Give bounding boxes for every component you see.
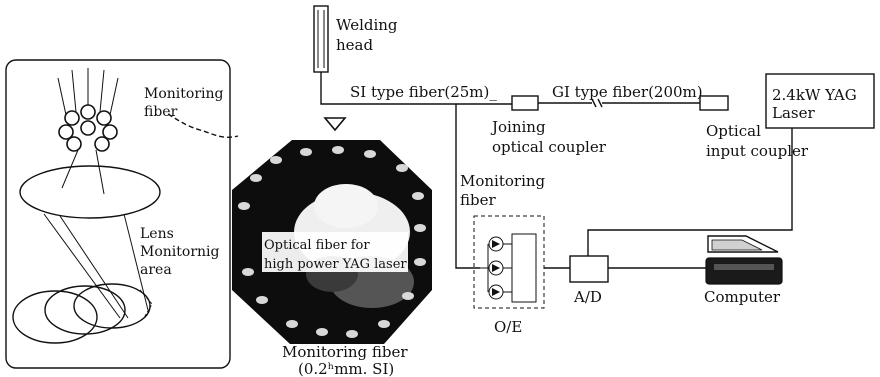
view-arrow	[323, 117, 347, 132]
computer-label: Computer	[704, 288, 781, 306]
laser-label-2: Laser	[772, 104, 815, 122]
monitoring-head-frame	[5, 59, 231, 369]
lens	[19, 165, 161, 219]
lens-label-2: Monitornig	[140, 244, 219, 260]
joining-coupler-label-1: Joining	[490, 118, 546, 136]
ad-converter	[569, 255, 609, 283]
monitoring-fiber-line	[455, 104, 480, 269]
input-coupler	[699, 95, 729, 111]
cross-section-caption-1: Monitoring fiber	[282, 343, 408, 361]
welding-head-label-2: head	[336, 36, 373, 54]
joining-coupler	[511, 95, 539, 111]
lens-assembly	[12, 68, 161, 344]
laser-box	[765, 73, 875, 129]
lens-label-1: Lens	[140, 226, 174, 242]
oe-label: O/E	[494, 318, 522, 336]
welding-head-label-1: Welding	[336, 16, 398, 34]
monitoring-fiber-left-label-1: Monitoring	[144, 86, 223, 102]
lens-label-3: area	[140, 262, 172, 278]
welding-head	[313, 5, 329, 73]
overlay-label-2: high power YAG laser	[264, 257, 407, 272]
laser-label-1: 2.4kW YAG	[772, 86, 857, 104]
cross-section-caption-2: (0.2ʰmm. SI)	[298, 360, 394, 377]
input-coupler-label-1: Optical	[706, 122, 761, 140]
monitoring-fiber-dots	[238, 146, 426, 338]
ad-label: A/D	[573, 288, 602, 306]
monitoring-fiber-mid-label-2: fiber	[460, 191, 496, 209]
monitoring-fiber-left-label-2: fiber	[144, 104, 178, 120]
monitoring-fiber-mid-label-1: Monitoring	[460, 172, 546, 190]
si-fiber-label: SI type fiber(25m)_	[350, 83, 497, 101]
input-coupler-label-2: input coupler	[706, 142, 809, 160]
gi-fiber-label: GI type fiber(200m)	[552, 83, 703, 101]
fiber-cross-section: Optical fiber for high power YAG laser	[232, 117, 432, 344]
computer-icon	[705, 235, 783, 285]
si-fiber-line	[320, 72, 512, 105]
oe-converter	[473, 215, 545, 309]
overlay-label-box	[262, 232, 408, 272]
monitoring-fiber-link	[167, 113, 239, 139]
joining-coupler-label-2: optical coupler	[492, 138, 607, 156]
overlay-label-1: Optical fiber for	[264, 238, 370, 253]
laser-signal-line	[587, 128, 793, 256]
monitoring-area	[12, 283, 153, 344]
fiber-bundle	[58, 104, 118, 152]
